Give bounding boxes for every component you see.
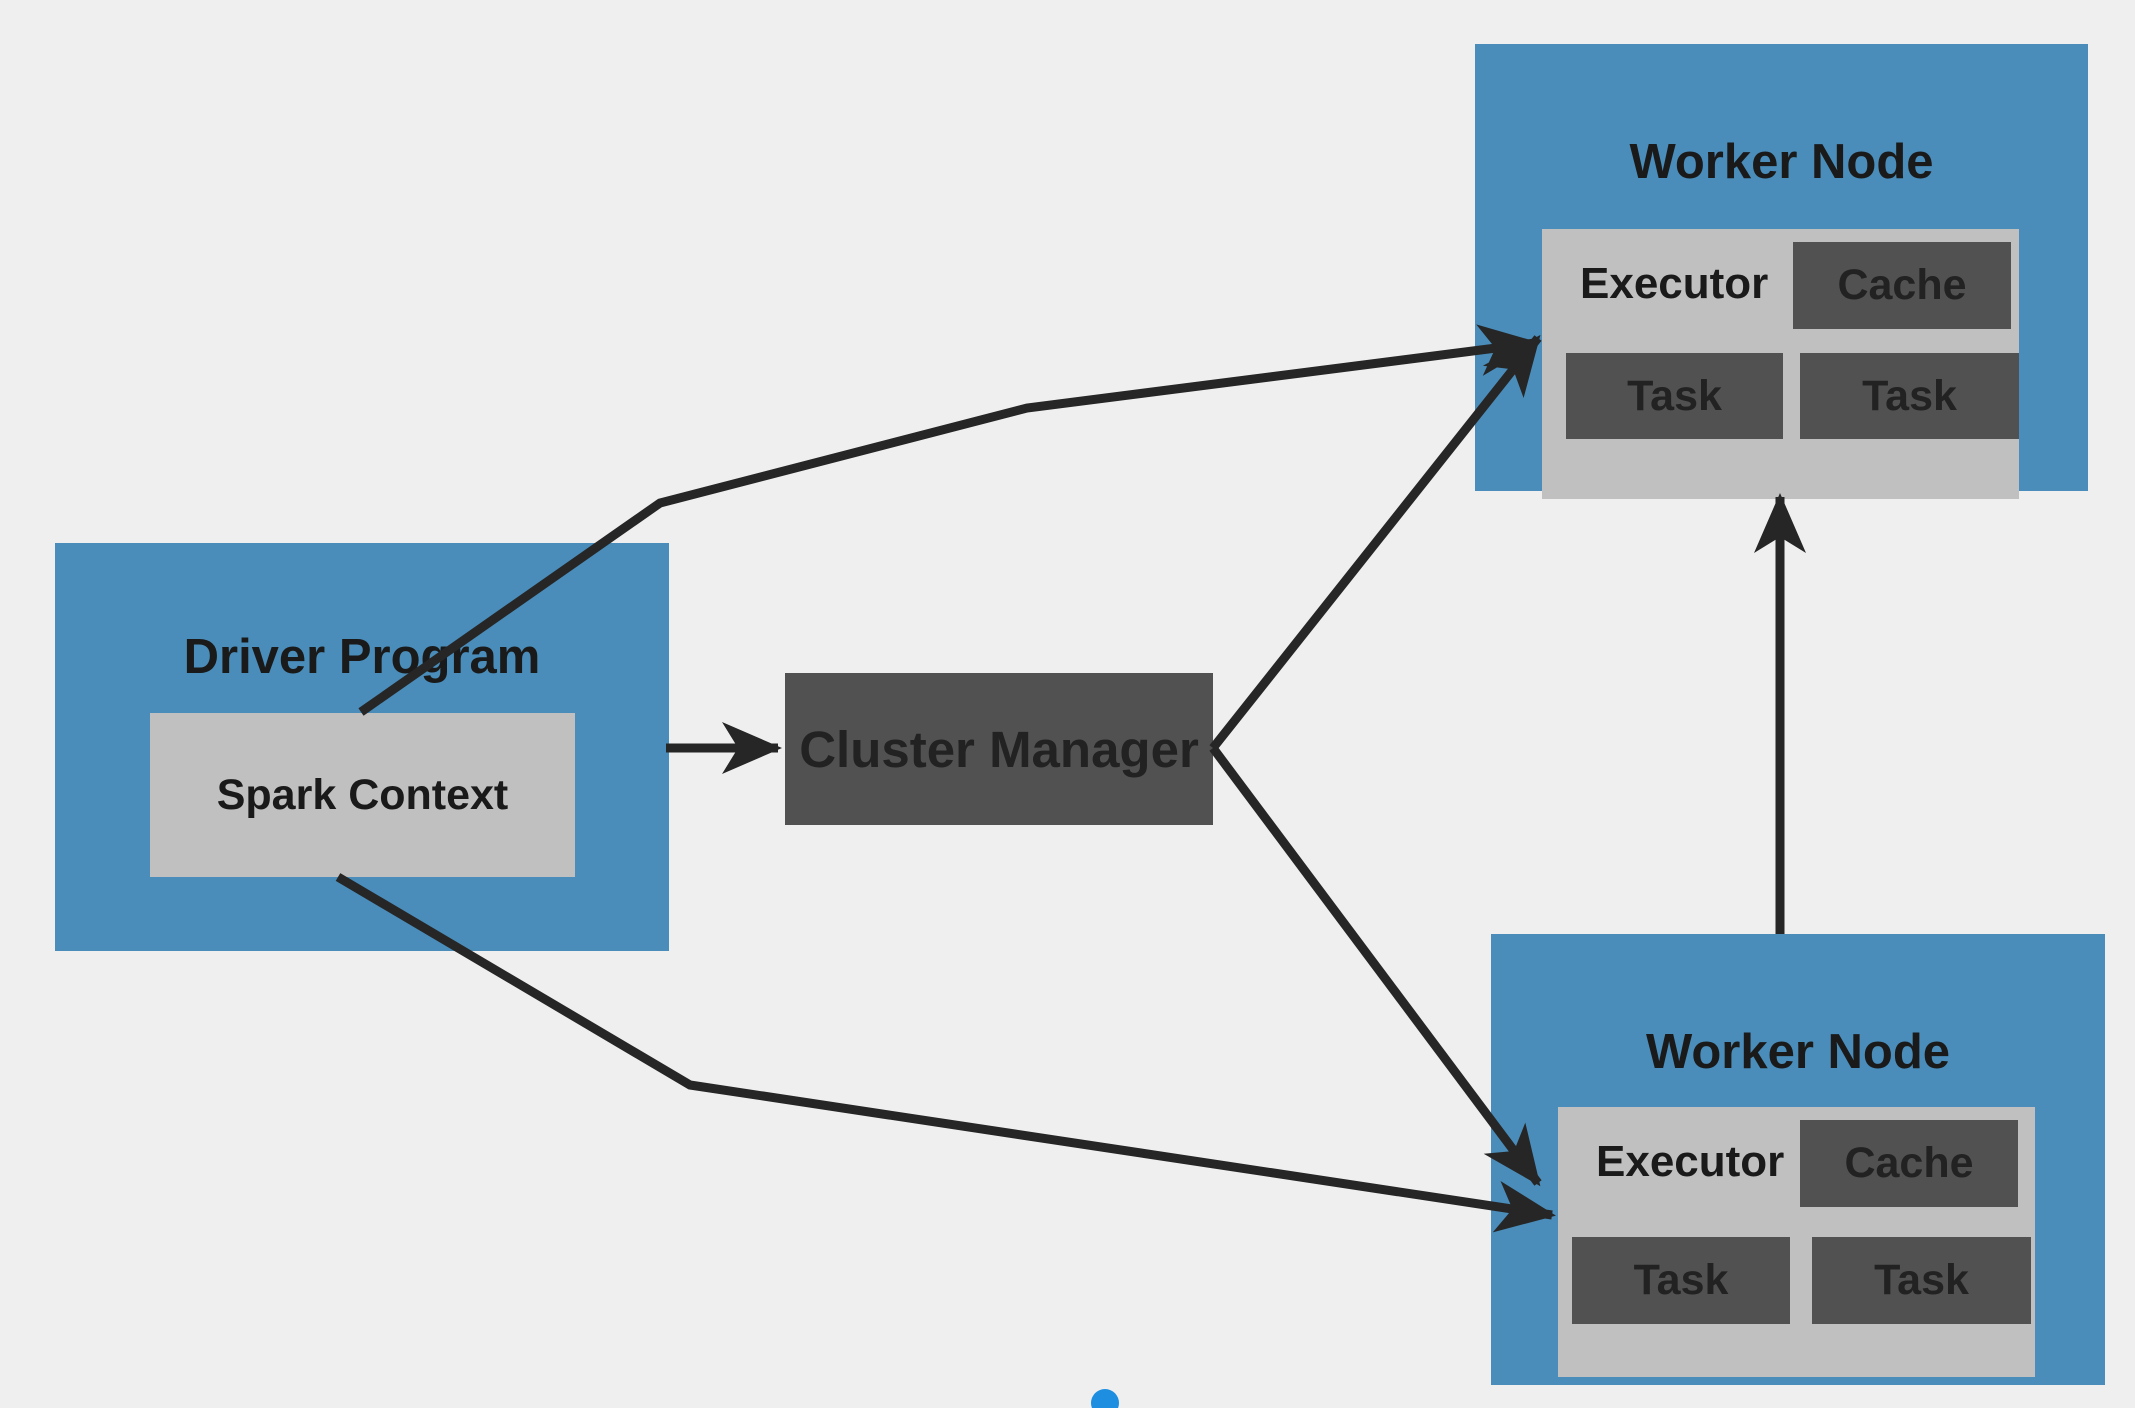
executor-panel-top[interactable]: Executor Cache Task Task	[1542, 229, 2019, 499]
worker-node-bottom-title: Worker Node	[1645, 1025, 1951, 1079]
blue-dot	[1091, 1389, 1119, 1408]
executor-label-top: Executor	[1580, 259, 1769, 308]
driver-program-title: Driver Program	[183, 630, 541, 684]
worker-node-top[interactable]: Worker Node Executor Cache Task Task	[1475, 44, 2088, 499]
executor-panel-bottom[interactable]: Executor Cache Task Task	[1558, 1107, 2035, 1377]
driver-program-node[interactable]: Driver Program Spark Context	[55, 543, 669, 951]
worker-node-top-title: Worker Node	[1629, 135, 1934, 189]
cache-block-top[interactable]: Cache	[1793, 242, 2011, 329]
task-block-top-1[interactable]: Task	[1566, 353, 1783, 439]
task-block-bottom-1[interactable]: Task	[1572, 1237, 1790, 1324]
arrow-cluster-manager-to-worker-bottom	[1209, 745, 1542, 1187]
cluster-manager-box[interactable]: Cluster Manager	[785, 673, 1213, 825]
executor-label-bottom: Executor	[1596, 1137, 1785, 1186]
cache-block-bottom[interactable]: Cache	[1800, 1120, 2018, 1207]
spark-context-box[interactable]: Spark Context	[150, 713, 575, 877]
task-block-top-2[interactable]: Task	[1800, 353, 2019, 439]
worker-node-bottom[interactable]: Worker Node Executor Cache Task Task	[1491, 934, 2105, 1385]
task-block-bottom-2[interactable]: Task	[1812, 1237, 2031, 1324]
